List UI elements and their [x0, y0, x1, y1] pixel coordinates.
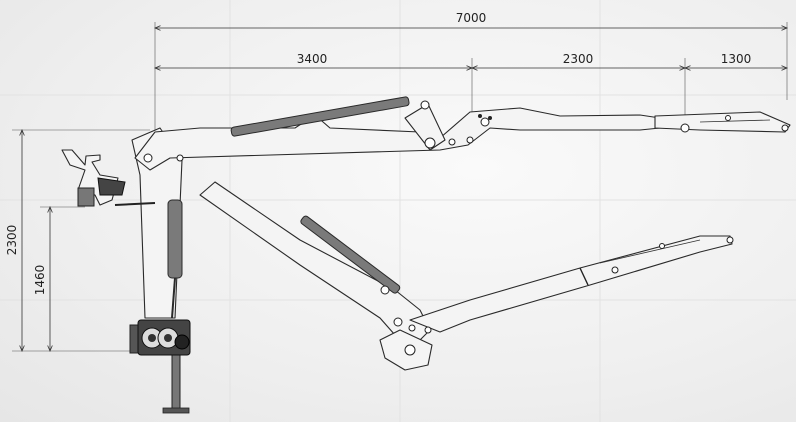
vertical-dimensions: 2300 1460 [5, 130, 150, 351]
main-boom-lowered [199, 181, 734, 371]
crane-column [131, 127, 183, 319]
horizontal-dimensions: 7000 3400 2300 1300 [155, 11, 787, 140]
dim-total-height: 2300 [5, 225, 19, 256]
dim-lower-height: 1460 [33, 265, 47, 296]
dim-total-length: 7000 [456, 11, 487, 25]
dim-segment-1: 3400 [297, 52, 328, 66]
crane-base [129, 319, 191, 414]
operator-seat [61, 149, 156, 207]
dim-segment-2: 2300 [563, 52, 594, 66]
dim-segment-3: 1300 [721, 52, 752, 66]
main-boom-raised [134, 96, 791, 171]
